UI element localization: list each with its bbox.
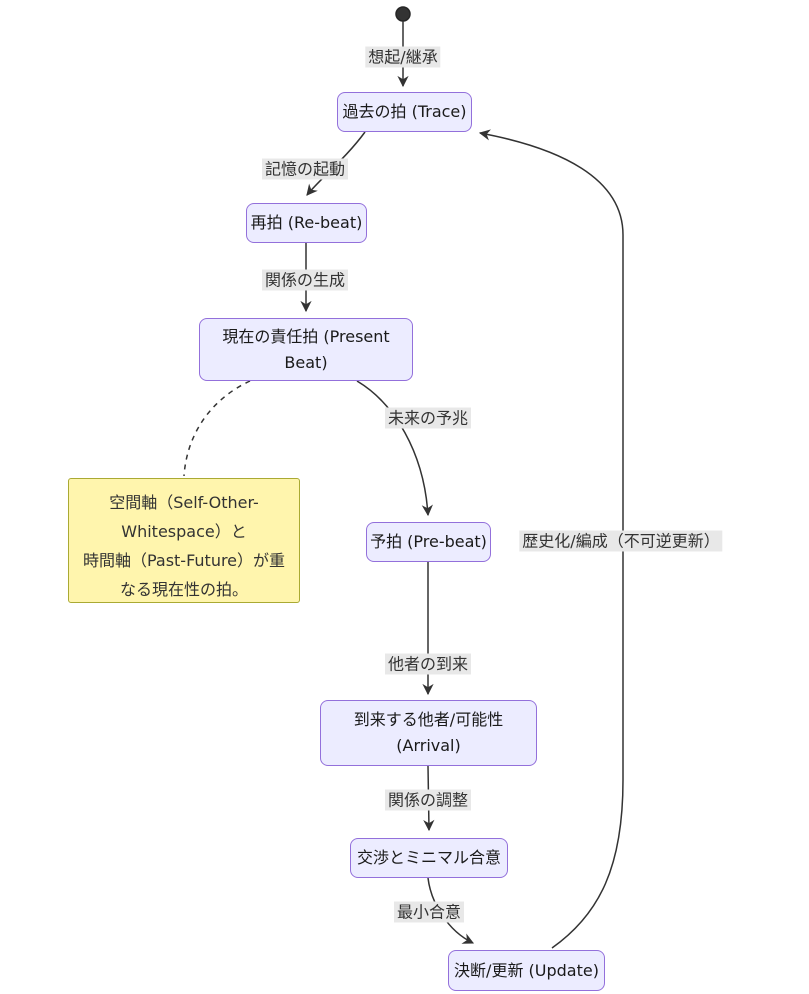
edge-update-trace	[478, 129, 624, 949]
state-node-trace: 過去の拍 (Trace)	[337, 92, 472, 132]
state-node-present-beat: 現在の責任拍 (Present Beat)	[199, 318, 413, 381]
edge-label-rekishika-hensei: 歴史化/編成（不可逆更新）	[519, 530, 723, 552]
state-node-prebeat: 予拍 (Pre-beat)	[366, 522, 491, 562]
edge-present-prebeat	[356, 380, 433, 517]
state-node-arrival: 到来する他者/可能性 (Arrival)	[320, 700, 537, 766]
edge-label-mirai-no-yochou: 未来の予兆	[384, 407, 472, 429]
note-text-line-2: 時間軸（Past-Future）が重なる現在性の拍。	[82, 551, 286, 599]
edge-label-souki-keishou: 想起/継承	[365, 46, 441, 68]
edge-label-kankei-no-seisei: 関係の生成	[261, 269, 349, 291]
edge-present-note	[183, 380, 251, 477]
state-node-update: 決断/更新 (Update)	[448, 950, 605, 991]
edge-label-tasha-no-tourai: 他者の到来	[384, 653, 472, 675]
initial-state-dot-icon	[395, 6, 411, 22]
note-box: 空間軸（Self-Other-Whitespace）と 時間軸（Past-Fut…	[68, 478, 300, 603]
state-node-rebeat: 再拍 (Re-beat)	[246, 203, 367, 243]
state-node-negotiation: 交渉とミニマル合意	[350, 838, 508, 878]
note-text-line-1: 空間軸（Self-Other-Whitespace）と	[109, 493, 259, 541]
edge-label-saishou-goui: 最小合意	[393, 901, 465, 923]
edge-label-kankei-no-chousei: 関係の調整	[384, 789, 472, 811]
edge-label-kioku-no-kidou: 記憶の起動	[261, 158, 349, 180]
